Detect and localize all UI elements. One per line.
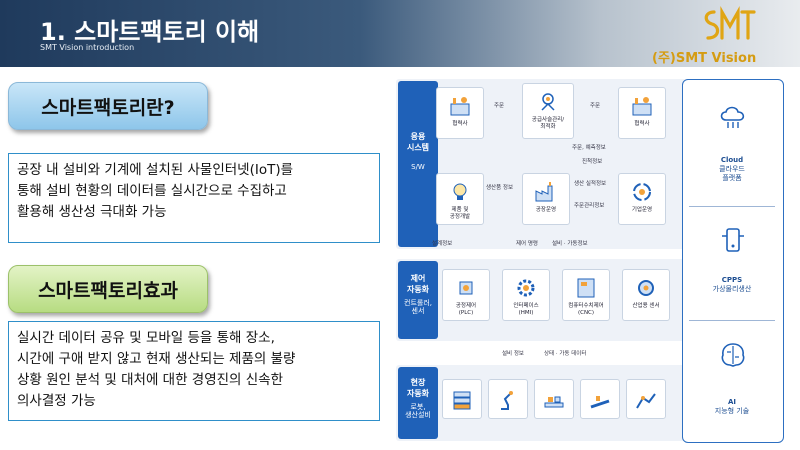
panel-divider (689, 320, 775, 321)
field-layer-label: 현장 자동화 로봇, 생산설비 (398, 367, 438, 439)
partner-node-right-label: 협력사 (634, 121, 650, 127)
arrow-label-order2: 주문 (590, 103, 601, 109)
field-node-robot (488, 379, 528, 419)
ai-label: AI 지능형 기술 (687, 398, 777, 416)
production-line-icon (590, 396, 610, 409)
cloud-label-en: Cloud (720, 156, 744, 164)
ai-label-ko: 지능형 기술 (714, 407, 750, 415)
cycle-gear-icon (633, 183, 651, 201)
arrow-label-order1: 주문 (494, 103, 505, 109)
field-node-line (580, 379, 620, 419)
effect-line: 의사결정 가능 (17, 393, 96, 409)
header-bar: 1. 스마트팩토리 이해 SMT Vision introduction (주)… (0, 0, 800, 67)
effect-line: 시간에 구애 받지 않고 현재 생산되는 제품의 불량 (17, 351, 296, 367)
effect-line: 상황 원인 분석 및 대처에 대한 경영진의 신속한 (17, 372, 284, 388)
field-layer-title: 현장 자동화 (406, 378, 430, 398)
partner-node-left-label: 협력사 (452, 121, 468, 127)
cloud-network-icon (720, 106, 745, 128)
scm-node: 공급사슬관리/ 최적화 (522, 83, 574, 139)
page-title: 1. 스마트팩토리 이해 (40, 18, 260, 46)
definition-line: 공장 내 설비와 기계에 설치된 사물인터넷(IoT)를 (17, 162, 294, 178)
arrow-label-equip-status: 설비 · 가동정보 (552, 241, 588, 247)
factory-operation-node: 공장운영 (522, 173, 570, 225)
section-title-effect: 스마트팩토리효과 (8, 265, 208, 313)
smt-logo-icon (704, 6, 756, 40)
partner-factory-icon (632, 97, 652, 116)
effect-box: 실시간 데이터 공유 및 모바일 등을 통해 장소, 시간에 구애 받지 않고 … (8, 321, 380, 421)
cnc-node-label: 컴퓨터수치제어 (CNC) (568, 303, 604, 316)
sensor-gear-icon (638, 280, 654, 296)
cloud-label-ko: 클라우드 플랫폼 (719, 165, 745, 182)
lightbulb-icon (453, 183, 467, 200)
arrow-label-equip-info2: 설비 정보 (502, 351, 524, 357)
scm-node-label: 공급사슬관리/ 최적화 (531, 117, 565, 130)
product-dev-node: 제품 및 공정개발 (436, 173, 484, 225)
application-layer-sub: S/W (411, 163, 425, 171)
gear-icon (517, 279, 535, 297)
company-name: (주)SMT Vision (652, 51, 757, 66)
chip-icon (459, 281, 473, 295)
enterprise-operation-node-label: 기업운영 (631, 207, 653, 213)
application-layer-title: 응용 시스템 (406, 132, 430, 152)
arrow-label-progress: 진척정보 (582, 159, 603, 165)
factory-icon (535, 182, 553, 202)
product-dev-node-label: 제품 및 공정개발 (449, 207, 471, 220)
enterprise-operation-node: 기업운영 (618, 173, 666, 225)
factory-operation-node-label: 공장운영 (535, 207, 557, 213)
effect-line: 실시간 데이터 공유 및 모바일 등을 통해 장소, (17, 330, 275, 346)
machine-tool-icon (636, 393, 656, 409)
robot-arm-icon (501, 391, 513, 410)
cnc-machine-icon (577, 278, 595, 298)
plc-node: 공정제어 (PLC) (442, 269, 490, 321)
field-node-machine (626, 379, 666, 419)
page-subtitle: SMT Vision introduction (40, 43, 135, 52)
plc-node-label: 공정제어 (PLC) (455, 303, 477, 316)
field-layer-sub: 로봇, 생산설비 (405, 403, 431, 419)
partner-node-left: 협력사 (436, 87, 484, 139)
cpps-label-en: CPPS (721, 276, 743, 284)
ai-brain-icon (721, 343, 745, 367)
conveyor-icon (544, 396, 564, 408)
control-layer-label: 제어 자동화 컨트롤러, 센서 (398, 261, 438, 339)
sensor-node-label: 산업용 센서 (632, 303, 660, 309)
ai-label-en: AI (727, 398, 737, 406)
cloud-label: Cloud 클라우드 플랫폼 (687, 156, 777, 183)
definition-line: 활용해 생산성 극대화 가능 (17, 204, 167, 220)
control-layer-title: 제어 자동화 (406, 274, 430, 294)
cpps-label: CPPS 가상물리생산 (687, 276, 777, 294)
partner-node-right: 협력사 (618, 87, 666, 139)
cpps-device-icon (722, 228, 744, 252)
arrow-label-prod-info: 생산품 정보 (486, 185, 514, 191)
arrow-label-ctrl-cmd: 제어 명령 (516, 241, 538, 247)
hmi-node: 인터페이스 (HMI) (502, 269, 550, 321)
field-node-conveyor (534, 379, 574, 419)
hmi-node-label: 인터페이스 (HMI) (513, 303, 539, 316)
sensor-node: 산업용 센서 (622, 269, 670, 321)
arrow-label-equip-info: 설계정보 (432, 241, 453, 247)
server-rack-icon (453, 391, 471, 410)
application-layer-label: 응용 시스템 S/W (398, 81, 438, 247)
definition-line: 통해 설비 현황의 데이터를 실시간으로 수집하고 (17, 183, 287, 199)
cnc-node: 컴퓨터수치제어 (CNC) (562, 269, 610, 321)
technology-panel: Cloud 클라우드 플랫폼 CPPS 가상물리생산 AI 지능형 기술 (682, 79, 784, 443)
arrow-label-status-data: 상태 · 가동 데이터 (544, 351, 587, 357)
field-node-storage (442, 379, 482, 419)
cpps-label-ko: 가상물리생산 (712, 285, 752, 293)
panel-divider (689, 206, 775, 207)
arrow-label-order-mgmt: 주문관리정보 (574, 203, 605, 209)
scm-network-icon (541, 93, 555, 111)
definition-box: 공장 내 설비와 기계에 설치된 사물인터넷(IoT)를 통해 설비 현황의 데… (8, 153, 380, 243)
control-layer-sub: 컨트롤러, 센서 (404, 299, 432, 315)
partner-factory-icon (450, 97, 470, 116)
arrow-label-prod-plan: 생산 실적정보 (574, 181, 607, 187)
arrow-label-order-forecast: 주문, 예측정보 (572, 145, 606, 151)
section-title-smart-factory: 스마트팩토리란? (8, 82, 208, 130)
smart-factory-diagram: 응용 시스템 S/W 협력사 공급사슬관리/ 최적화 협력사 주문 주문 주문,… (392, 73, 800, 450)
